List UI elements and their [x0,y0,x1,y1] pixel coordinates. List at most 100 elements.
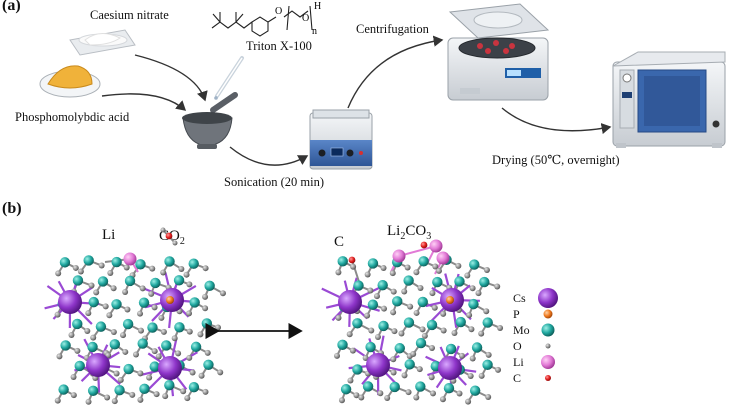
molybdenum-atom [149,361,160,372]
oxygen-atom [429,290,436,297]
oxygen-atom [410,351,417,358]
oxygen-atom [149,265,156,272]
oxygen-atom [153,391,160,398]
c-label-right: C [334,234,344,250]
oxygen-atom [483,308,490,315]
oxygen-atom [146,374,153,381]
molybdenum-atom [111,256,122,268]
oxygen-atom [110,285,117,292]
molybdenum-atom [469,385,481,396]
arrow-pma-to-mortar [101,93,187,111]
oxygen-atom [160,269,167,276]
oxygen-atom [117,377,124,384]
arrow-caesium-to-mortar [134,54,208,102]
molybdenum-atom [352,318,363,329]
molybdenum-atom [337,256,348,267]
oxygen-atom [186,281,193,288]
molybdenum-atom [201,318,213,329]
molybdenum-atom [367,258,379,269]
molybdenum-atom [164,256,175,267]
molybdenum-atom [174,322,185,333]
oxygen-atom [350,263,357,270]
molybdenum-atom [139,383,150,395]
panel-a-label: (a) [2,0,21,14]
oxygen-atom [362,355,369,362]
oxygen-atom [485,393,492,400]
oxygen-atom [204,349,211,356]
triton-oxygen-1: O [275,6,282,17]
carbon-atom [348,256,356,264]
oxygen-atom [202,293,209,300]
lithium-atom [429,239,443,253]
lithium-atom [123,252,137,266]
phosphomolybdic-acid-label: Phosphomolybdic acid [15,110,130,124]
molybdenum-atom [389,381,400,393]
molybdenum-atom [58,384,69,395]
oxygen-atom [417,284,424,291]
oxygen-atom [398,330,405,337]
molybdenum-atom [426,319,438,331]
oxygen-atom [171,335,178,342]
molybdenum-atom [394,343,405,354]
oxygen-atom [421,332,428,339]
oxygen-atom [137,310,144,317]
oxygen-atom [85,310,92,317]
oxygen-atom [335,314,342,321]
oxygen-atom [56,353,63,360]
molybdenum-atom [432,276,443,288]
legend-swatch-li [541,355,555,369]
molybdenum-atom [83,255,94,266]
oxygen-atom [219,290,226,297]
caesium-atom [158,356,182,380]
molybdenum-atom [203,359,214,370]
oxygen-atom [364,271,371,278]
molybdenum-atom [88,296,99,308]
sonicator-icon [309,109,373,170]
legend-swatch-c [545,375,551,381]
oxygen-atom [175,350,182,357]
oxygen-atom [77,268,84,275]
oxygen-atom [349,347,356,354]
oxygen-atom [137,370,144,377]
oxygen-atom [85,398,92,405]
oxygen-atom [497,324,504,331]
oxygen-atom [358,394,365,401]
oxygen-atom [70,373,77,380]
molybdenum-atom [114,384,125,396]
triton-hydrogen: H [314,1,321,12]
arrow-sonicator-to-centrifuge [347,35,444,109]
legend-label-mo: Mo [513,323,530,337]
oxygen-atom [124,306,131,313]
oxygen-atom [151,304,158,311]
sonication-label: Sonication (20 min) [224,175,324,189]
molybdenum-atom [109,339,121,350]
oxygen-atom [72,264,79,271]
oxygen-atom [68,331,75,338]
molybdenum-atom [482,317,493,328]
legend-label-p: P [513,307,520,321]
molybdenum-atom [352,364,363,375]
oxygen-atom [346,331,353,338]
oxygen-atom [407,303,414,310]
oxygen-atom [184,395,191,402]
oxygen-atom [120,332,127,339]
caesium-atom [338,290,362,314]
triton-label: Triton X-100 [246,39,312,53]
cluster-right-structure [321,239,504,405]
molybdenum-atom [74,360,85,372]
oxygen-atom [155,353,162,360]
legend-label-c: C [513,371,521,385]
oxygen-atom [338,397,345,404]
caesium-atom [86,353,110,377]
oxygen-atom [373,293,380,300]
oxygen-atom [428,344,435,351]
legend-swatch-cs [538,288,558,308]
oxygen-atom [107,270,114,277]
oxygen-atom [466,312,473,319]
molybdenum-atom [190,341,202,353]
oxygen-atom [158,314,165,321]
oxygen-atom [162,393,169,400]
molybdenum-atom [60,340,71,351]
molybdenum-atom [164,379,175,391]
oxygen-atom [390,309,397,316]
